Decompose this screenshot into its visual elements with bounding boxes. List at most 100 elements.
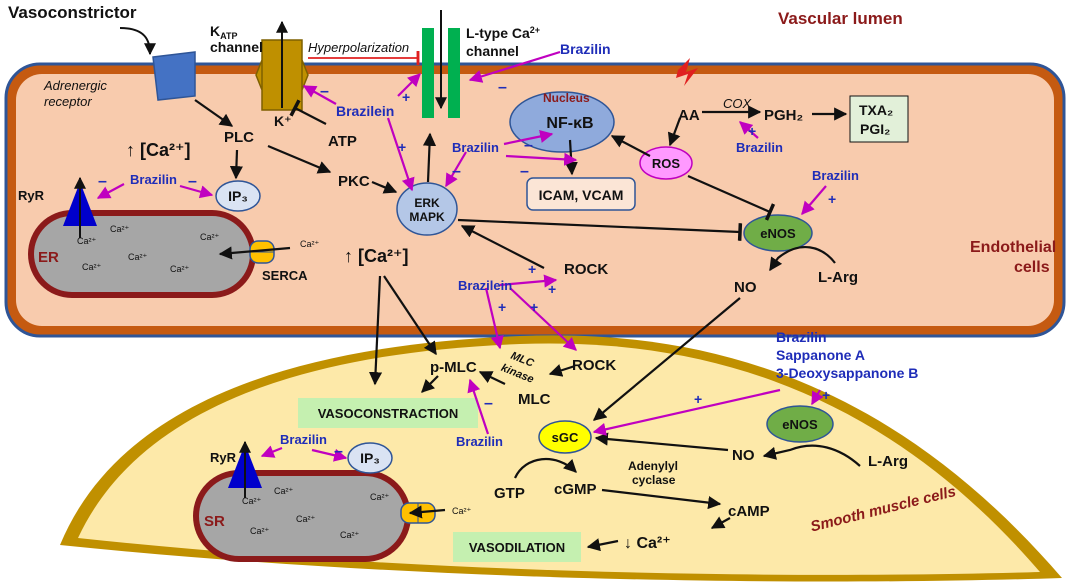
brazilin-label-er: Brazilin	[130, 172, 177, 187]
nucleus-label: Nucleus	[543, 91, 590, 105]
ltype-channel-right	[448, 28, 460, 118]
ca-er-4: Ca²⁺	[128, 252, 148, 262]
brazilin-label-cox: Brazilin	[736, 140, 783, 155]
ltype-label: L-type Ca2+	[466, 25, 540, 41]
ryr-label-endothelial: RyR	[18, 188, 45, 203]
plus-sign-enos-smooth: +	[822, 387, 830, 403]
ca-serca: Ca²⁺	[300, 239, 320, 249]
brazilin-label-sr: Brazilin	[280, 432, 327, 447]
ip3-node-endothelial	[215, 180, 261, 212]
larg-label-endothelial: L-Arg	[818, 269, 858, 286]
pgi2-label: PGI₂	[860, 121, 890, 137]
ca-sr-1: Ca²⁺	[242, 496, 262, 506]
rock-label-endothelial: ROCK	[564, 261, 608, 278]
ltype-channel-label: channel	[466, 43, 519, 59]
mlc-label: MLC	[518, 391, 551, 408]
adrenergic-label-1: Adrenergic	[43, 78, 107, 93]
camp-label: cAMP	[728, 503, 770, 520]
aa-label: AA	[678, 107, 700, 124]
erk-mapk-node	[396, 182, 458, 236]
erk-label: ERK	[414, 196, 440, 210]
vasoconstraction-label: VASOCONSTRACTION	[318, 406, 459, 421]
ca-down-label: ↓ Ca²⁺	[624, 535, 671, 552]
no-label-smooth: NO	[732, 447, 755, 464]
minus-sign-nfkb: –	[524, 137, 533, 154]
plus-sign-ltype: +	[402, 89, 410, 105]
txa2-pgi2-box	[849, 95, 909, 143]
pgh2-label: PGH₂	[764, 107, 803, 124]
plus-sign-erk: +	[398, 139, 406, 155]
vascular-lumen-label: Vascular lumen	[778, 9, 903, 28]
brazilin-label-sgc: Brazilin	[776, 329, 827, 345]
brazilin-label-nfkb: Brazilin	[452, 140, 499, 155]
minus-sign-pmlc: –	[484, 395, 493, 412]
ca-er-3: Ca²⁺	[200, 232, 220, 242]
sr-label: SR	[204, 513, 225, 530]
vasodilation-label: VASODILATION	[469, 540, 565, 555]
endothelial-label-2: cells	[1014, 259, 1050, 276]
vasoconstraction-box	[298, 398, 478, 428]
gtp-label: GTP	[494, 485, 525, 502]
ca-sr-6: Ca²⁺	[340, 530, 360, 540]
brazilin-label-ltype: Brazilin	[560, 41, 611, 57]
plus-sign-rock-1: +	[548, 281, 556, 297]
ca-sr-5: Ca²⁺	[250, 526, 270, 536]
brazilin-label-enos: Brazilin	[812, 168, 859, 183]
atp-label: ATP	[328, 133, 357, 150]
larg-label-smooth: L-Arg	[868, 453, 908, 470]
icam-vcam-box	[526, 177, 636, 211]
endothelial-label-1: Endothelial	[970, 239, 1056, 256]
minus-sign-erk-braz: –	[452, 163, 461, 180]
plus-sign-rock-2: +	[530, 299, 538, 315]
minus-sign-icam: –	[520, 163, 529, 180]
ros-label: ROS	[652, 156, 681, 171]
vasodilation-box	[453, 532, 581, 562]
mapk-label: MAPK	[409, 210, 445, 224]
rock-label-smooth: ROCK	[572, 357, 616, 374]
sgc-node	[538, 420, 592, 454]
adenylyl-label-2: cyclase	[632, 473, 676, 487]
ca-up-label-1: ↑ [Ca²⁺]	[126, 140, 191, 160]
plus-sign-enos: +	[828, 191, 836, 207]
ca-sr-2: Ca²⁺	[274, 486, 294, 496]
lightning-icon	[676, 58, 698, 86]
txa2-label: TXA₂	[859, 102, 893, 118]
brazilin-label-pmlc: Brazilin	[456, 434, 503, 449]
er-label: ER	[38, 249, 59, 266]
cox-label: COX	[723, 96, 753, 111]
adenylyl-label-1: Adenylyl	[628, 459, 678, 473]
adrenergic-receptor-shape	[152, 51, 196, 101]
icam-vcam-label: ICAM, VCAM	[539, 187, 624, 203]
ca-er-5: Ca²⁺	[82, 262, 102, 272]
pkc-label: PKC	[338, 173, 370, 190]
minus-sign-ryr: –	[98, 173, 107, 190]
brazilein-label-mid: Brazilein	[458, 278, 512, 293]
ca-sr-pump: Ca²⁺	[452, 506, 472, 516]
nfkb-label: NF-κB	[546, 115, 593, 132]
plus-sign-cox: +	[748, 123, 756, 139]
minus-sign-ltype: –	[498, 79, 507, 96]
minus-sign-ip3: –	[188, 173, 197, 190]
plc-label: PLC	[224, 129, 254, 146]
ip3-node-smooth	[347, 442, 393, 474]
enos-label-smooth: eNOS	[782, 417, 818, 432]
ryr-label-smooth: RyR	[210, 450, 237, 465]
plus-sign-pmlc: +	[498, 299, 506, 315]
sgc-label: sGC	[552, 430, 579, 445]
ltype-channel-left	[422, 28, 434, 118]
cgmp-label: cGMP	[554, 481, 597, 498]
katp-channel-label: channel	[210, 39, 263, 55]
ca-er-1: Ca²⁺	[77, 236, 97, 246]
enos-node-endothelial	[743, 214, 813, 252]
pmlc-label: p-MLC	[430, 359, 477, 376]
plus-sign-sgc: +	[694, 391, 702, 407]
adrenergic-label-2: receptor	[44, 94, 92, 109]
enos-node-smooth	[766, 405, 834, 443]
minus-sign-katp: –	[320, 83, 329, 100]
deoxysappanone-label: 3-Deoxysappanone B	[776, 365, 918, 381]
hyperpolarization-label: Hyperpolarization	[308, 40, 409, 55]
ca-er-2: Ca²⁺	[110, 224, 130, 234]
sappanone-label: Sappanone A	[776, 347, 865, 363]
ca-er-6: Ca²⁺	[170, 264, 190, 274]
